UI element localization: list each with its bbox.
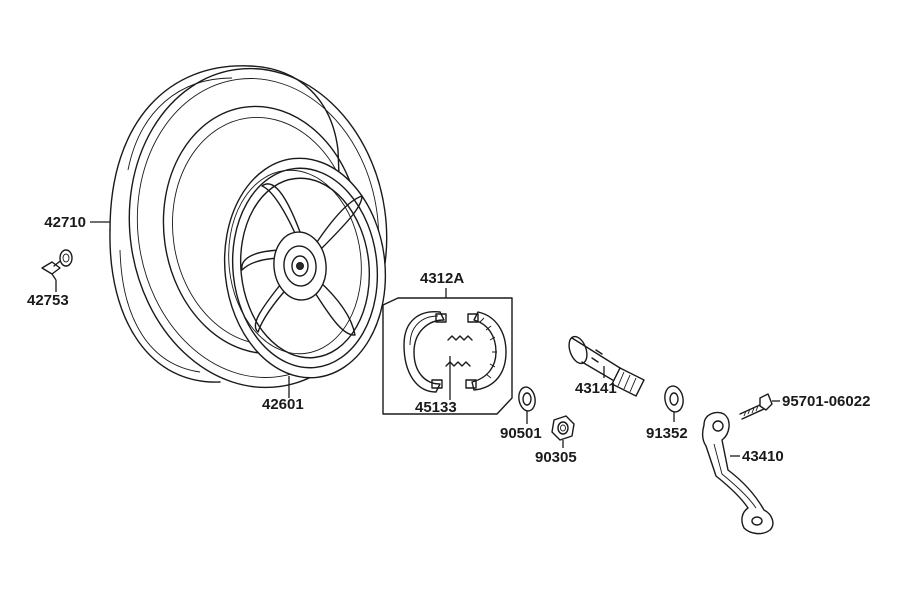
brake-arm <box>701 411 774 535</box>
bolt <box>739 393 773 420</box>
brake-cam-shaft <box>568 335 645 397</box>
label-shaft: 43141 <box>575 380 617 397</box>
label-brake-shoe-set: 4312A <box>420 270 464 287</box>
washer-right <box>664 385 684 413</box>
label-washer-left: 90501 <box>500 425 542 442</box>
label-wheel: 42601 <box>262 396 304 413</box>
label-spring: 45133 <box>415 399 457 416</box>
label-bolt: 95701-06022 <box>782 393 870 410</box>
leader-lines <box>51 221 780 457</box>
label-washer-right: 91352 <box>646 425 688 442</box>
valve-stem <box>41 249 73 275</box>
label-tire: 42710 <box>44 214 86 231</box>
washer-left <box>518 386 536 412</box>
part-labels: 42710 42753 42601 4312A 45133 43141 9050… <box>27 214 870 466</box>
label-nut: 90305 <box>535 449 577 466</box>
label-arm: 43410 <box>742 448 784 465</box>
brake-shoe-set <box>382 297 513 415</box>
nut <box>551 415 575 441</box>
wheel-rim <box>223 157 387 379</box>
label-valve: 42753 <box>27 292 69 309</box>
